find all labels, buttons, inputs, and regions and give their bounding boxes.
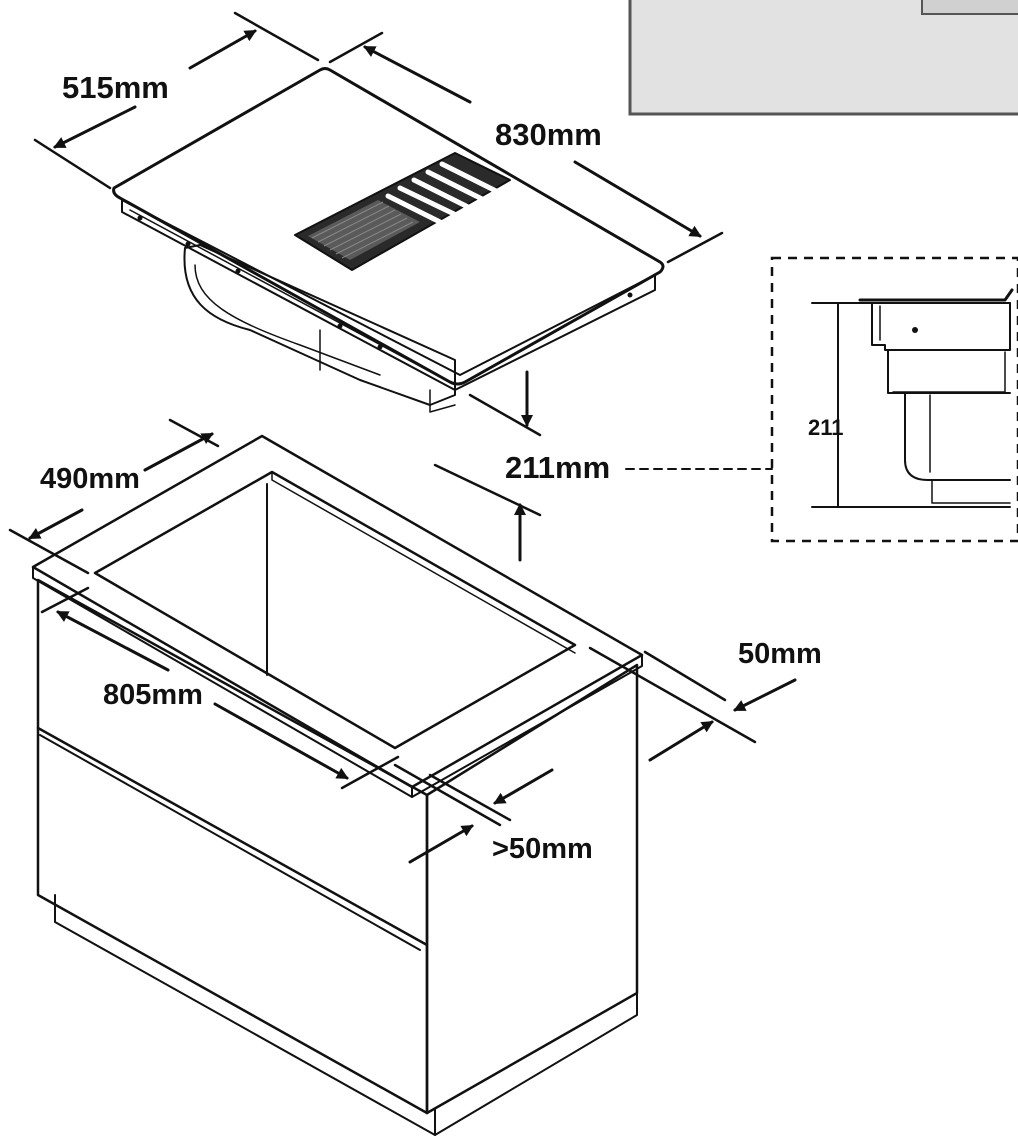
hob-glass-top xyxy=(112,67,665,386)
dimension-rear-clearance: 50mm xyxy=(588,638,822,762)
label-cutout-width: 805mm xyxy=(103,679,203,711)
dimension-cutout-depth: 490mm xyxy=(8,418,220,575)
dimension-hob-width: 830mm xyxy=(328,31,724,264)
worktop-cutout xyxy=(93,470,577,750)
cabinet-front xyxy=(36,578,429,1115)
label-detail-height: 211 xyxy=(808,415,844,440)
dimension-cutout-width: 805mm xyxy=(40,586,400,790)
label-cutout-depth: 490mm xyxy=(40,463,140,495)
dimension-hob-depth: 515mm xyxy=(33,11,320,190)
label-hob-depth: 515mm xyxy=(62,70,169,105)
label-front-clearance: >50mm xyxy=(492,833,593,865)
reference-panel xyxy=(628,0,1018,116)
extraction-grille xyxy=(294,152,511,271)
hob-motor-housing xyxy=(183,244,456,406)
label-hob-width: 830mm xyxy=(495,117,602,152)
dimension-front-clearance: >50mm xyxy=(393,763,593,865)
side-section-detail: 211 xyxy=(770,256,1018,543)
hob-frame xyxy=(121,199,656,391)
hob-unit xyxy=(112,67,665,413)
base-cabinet xyxy=(31,434,644,1136)
label-installation-height: 211mm xyxy=(505,450,610,485)
cabinet-side xyxy=(425,663,639,1115)
label-rear-clearance: 50mm xyxy=(738,638,822,670)
dimension-installation-height: 211mm xyxy=(433,370,773,562)
